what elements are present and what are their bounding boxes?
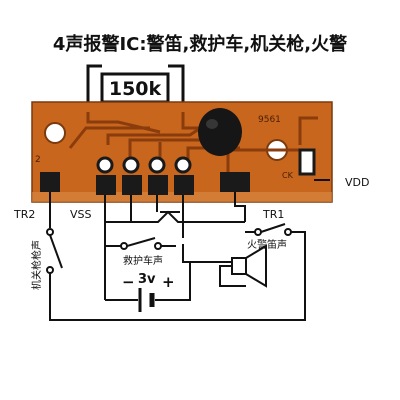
battery-icon (138, 288, 155, 312)
switch-ambulance (120, 237, 162, 250)
label-fire-alarm: 火警笛声 (247, 238, 287, 251)
label-vss: VSS (70, 208, 92, 221)
label-ambulance: 救护车声 (123, 254, 163, 267)
switch-machine-gun (46, 228, 63, 274)
pad-4 (174, 156, 192, 174)
label-tr1: TR1 (262, 208, 284, 221)
resistor-value: 150k (109, 78, 162, 100)
wiring (49, 179, 330, 321)
pad-1 (96, 156, 114, 174)
board-edge-mark: CK (282, 171, 294, 180)
pad-vdd (298, 148, 316, 176)
diagram-title: 4声报警IC:警笛,救护车,机关枪,火警 (52, 34, 348, 55)
board-number: 2 (35, 155, 41, 165)
pad-tr2 (40, 172, 60, 192)
ic-blob (198, 108, 242, 156)
mounting-hole-left (44, 122, 66, 144)
pad-3 (148, 156, 166, 174)
pad-vss (96, 175, 116, 195)
pad-tr1 (220, 172, 250, 192)
speaker-icon (219, 244, 267, 288)
label-battery-plus: + (162, 273, 175, 291)
resistor-lead-right (168, 64, 185, 112)
label-tr2: TR2 (13, 208, 35, 221)
resistor-body (100, 72, 170, 104)
pad-2 (122, 156, 140, 174)
label-battery: 3v (138, 272, 156, 287)
wire-transistor (105, 210, 245, 223)
pad-machine-gun (148, 175, 168, 195)
pad-ambulance (122, 175, 142, 195)
pad-speaker (174, 175, 194, 195)
board-marking: 9561 (258, 115, 281, 125)
label-machine-gun: 机关枪枪声 (30, 240, 43, 290)
pcb-board: 9561 2 CK (31, 101, 333, 203)
resistor: 150k (86, 64, 185, 112)
label-battery-minus: − (122, 273, 135, 291)
label-vdd: VDD (345, 176, 369, 189)
wire-tr1 (234, 192, 246, 222)
solder-pads (40, 148, 316, 195)
resistor-lead-left (86, 64, 102, 112)
switch-fire-alarm (254, 223, 292, 236)
